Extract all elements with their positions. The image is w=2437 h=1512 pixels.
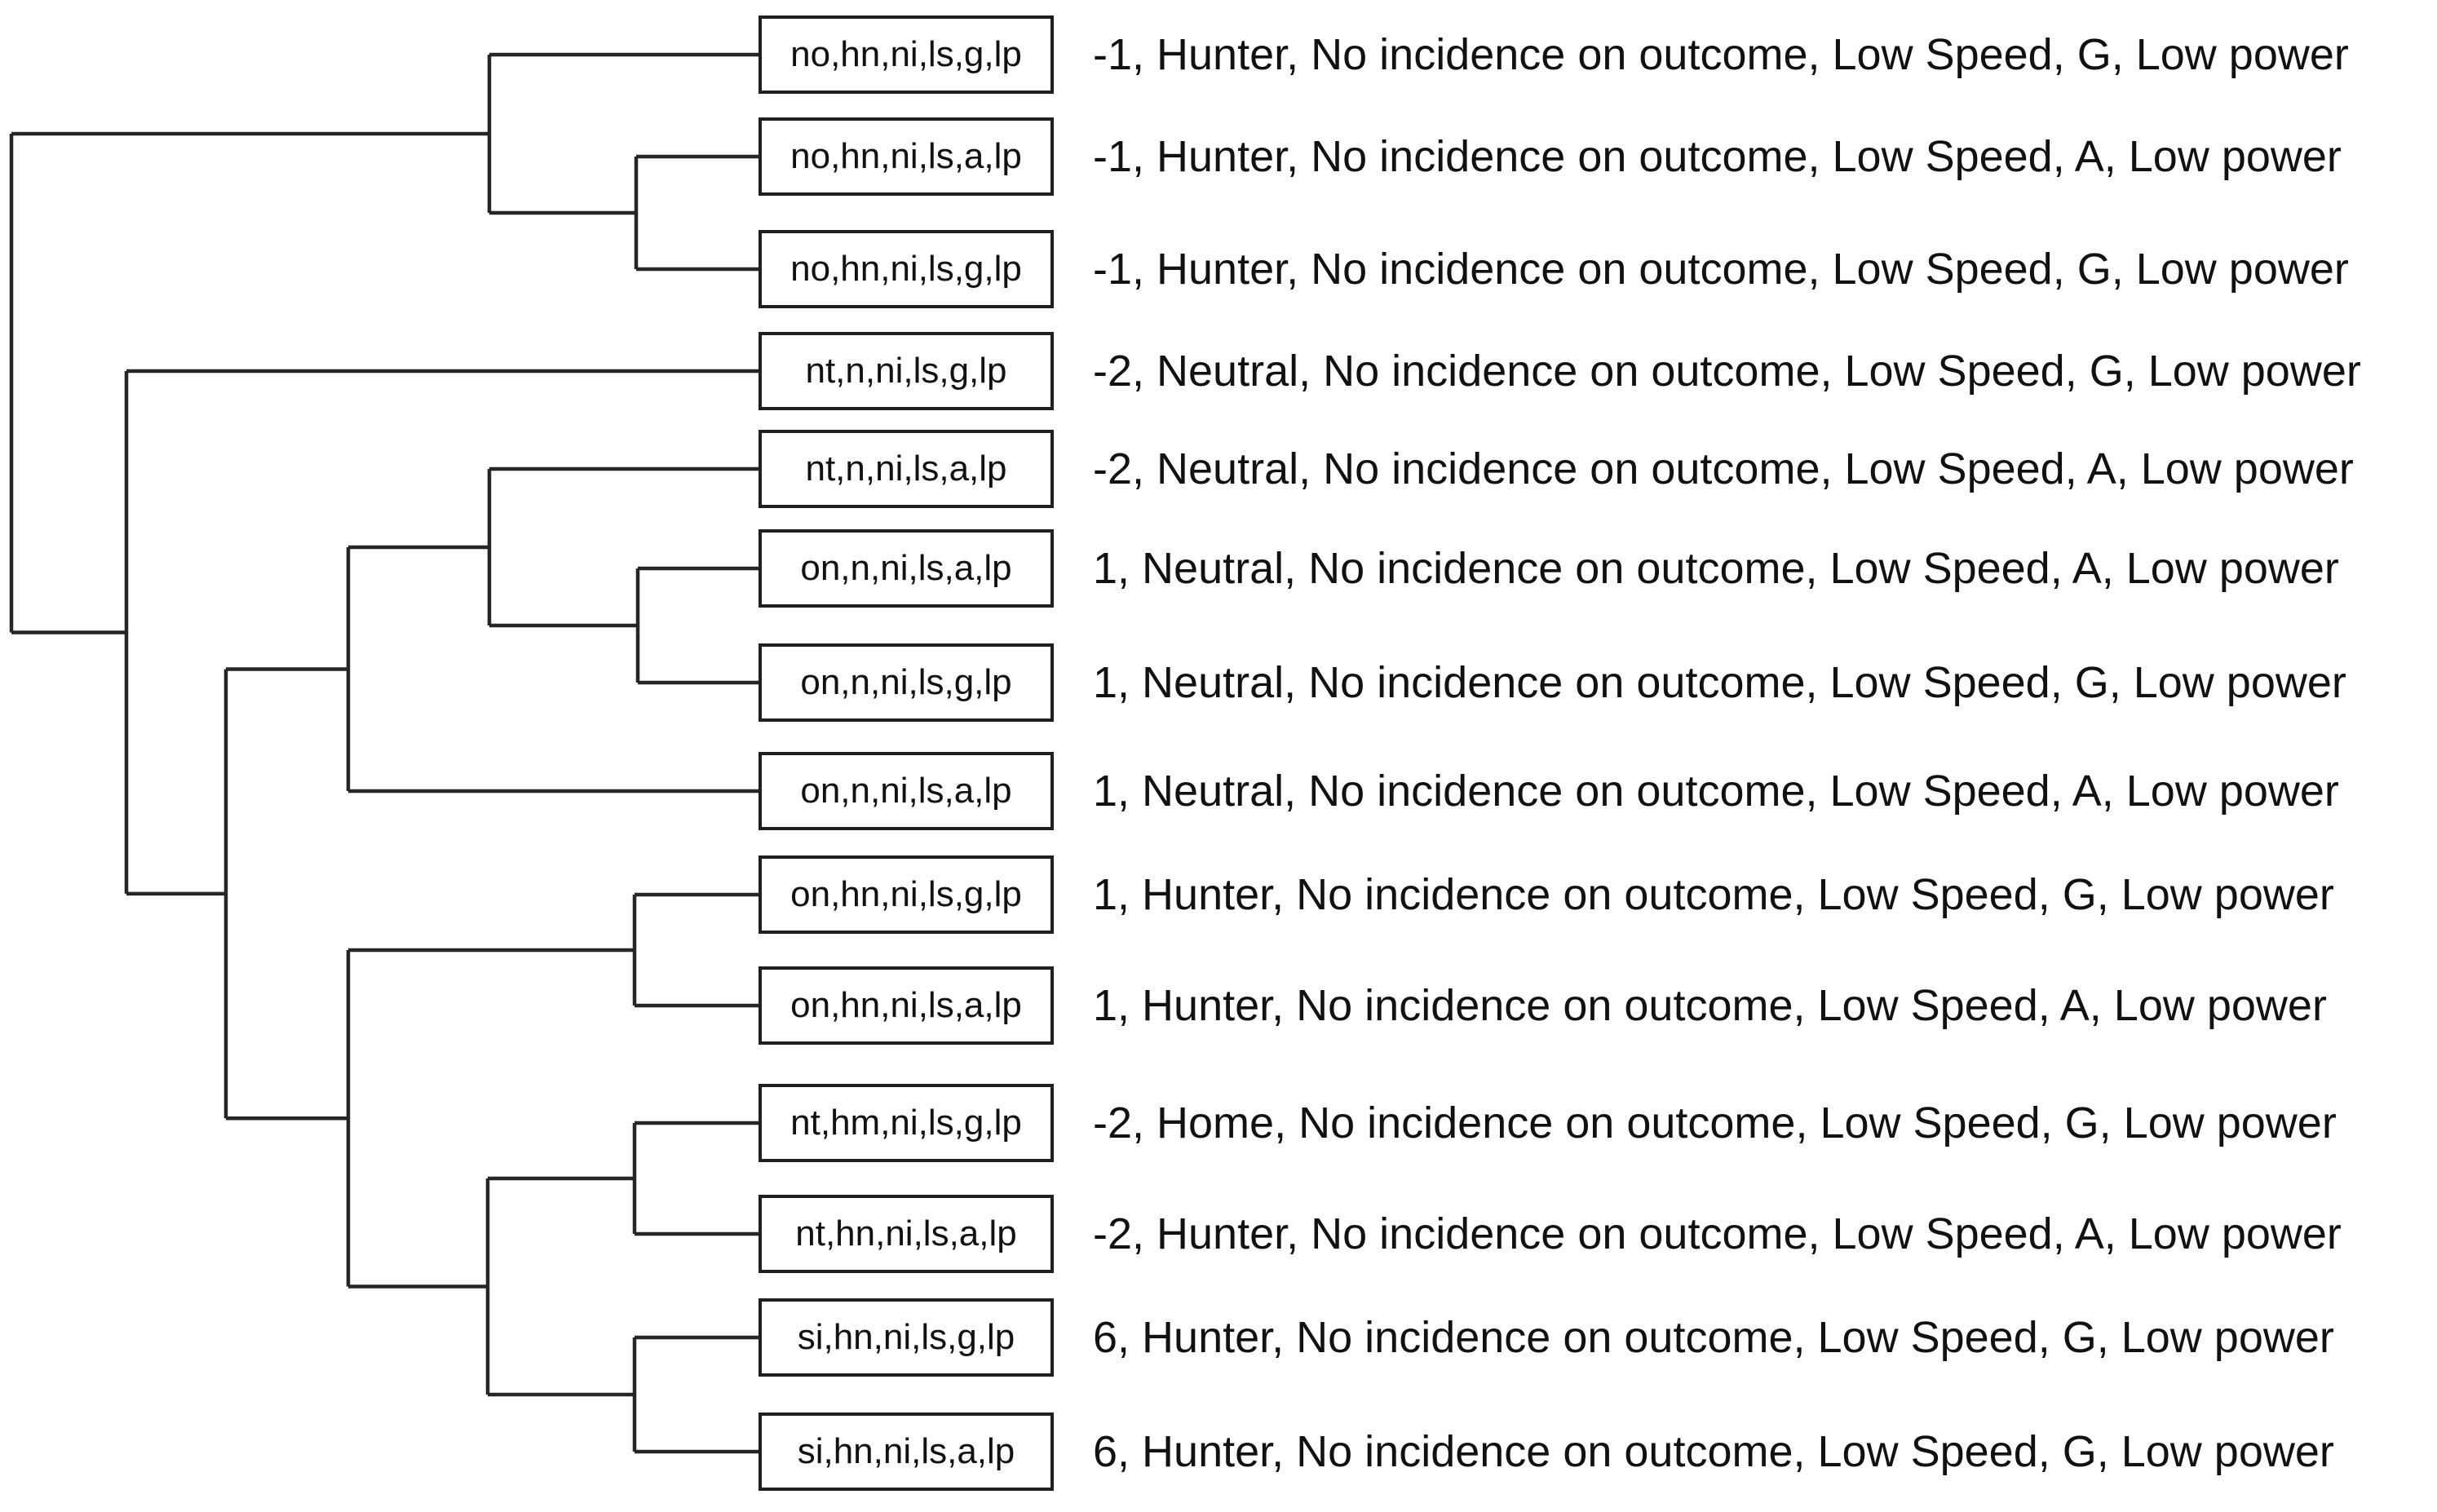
leaf-code-label: on,n,ni,ls,a,lp [800,771,1012,811]
leaf-box: nt,hm,ni,ls,g,lp [759,1084,1054,1162]
leaf-code-label: no,hn,ni,ls,g,lp [790,34,1022,74]
leaf-description: -2, Hunter, No incidence on outcome, Low… [1093,1209,2342,1258]
leaf-description: -1, Hunter, No incidence on outcome, Low… [1093,30,2349,79]
leaf-code-label: si,hn,ni,ls,a,lp [797,1431,1015,1471]
leaf-box: on,n,ni,ls,a,lp [759,529,1054,608]
leaf-description: -2, Home, No incidence on outcome, Low S… [1093,1099,2337,1147]
leaf-description: -2, Neutral, No incidence on outcome, Lo… [1093,347,2361,396]
leaf-code-label: nt,n,ni,ls,a,lp [805,449,1007,489]
leaf-box: on,n,ni,ls,g,lp [759,643,1054,722]
leaf-description: 1, Neutral, No incidence on outcome, Low… [1093,544,2339,593]
leaf-code-label: on,hn,ni,ls,a,lp [790,985,1022,1025]
leaf-box: no,hn,ni,ls,g,lp [759,15,1054,94]
leaf-description: 6, Hunter, No incidence on outcome, Low … [1093,1427,2334,1476]
leaf-description: -2, Neutral, No incidence on outcome, Lo… [1093,444,2354,493]
leaf-description: -1, Hunter, No incidence on outcome, Low… [1093,245,2349,294]
leaf-code-label: on,n,ni,ls,g,lp [800,662,1012,702]
leaf-description: -1, Hunter, No incidence on outcome, Low… [1093,132,2342,181]
leaf-description: 6, Hunter, No incidence on outcome, Low … [1093,1313,2334,1362]
leaf-box: on,hn,ni,ls,a,lp [759,966,1054,1045]
leaf-description: 1, Neutral, No incidence on outcome, Low… [1093,658,2346,707]
leaf-box: nt,n,ni,ls,a,lp [759,430,1054,508]
leaf-code-label: no,hn,ni,ls,g,lp [790,249,1022,289]
leaf-description: 1, Hunter, No incidence on outcome, Low … [1093,981,2327,1030]
leaf-box: on,hn,ni,ls,g,lp [759,855,1054,934]
leaf-box: on,n,ni,ls,a,lp [759,752,1054,830]
leaf-code-label: on,hn,ni,ls,g,lp [790,874,1022,914]
leaf-description: 1, Neutral, No incidence on outcome, Low… [1093,767,2339,816]
leaf-code-label: nt,n,ni,ls,g,lp [805,351,1007,391]
leaf-box: no,hn,ni,ls,g,lp [759,230,1054,308]
leaf-code-label: nt,hm,ni,ls,g,lp [790,1103,1022,1143]
leaf-box: si,hn,ni,ls,a,lp [759,1413,1054,1491]
leaf-code-label: si,hn,ni,ls,g,lp [797,1317,1015,1357]
leaf-box: nt,n,ni,ls,g,lp [759,332,1054,410]
leaf-box: si,hn,ni,ls,g,lp [759,1298,1054,1377]
leaf-description: 1, Hunter, No incidence on outcome, Low … [1093,870,2334,919]
leaf-code-label: no,hn,ni,ls,a,lp [790,136,1022,176]
leaf-box: no,hn,ni,ls,a,lp [759,117,1054,196]
leaf-code-label: on,n,ni,ls,a,lp [800,548,1012,588]
leaf-box: nt,hn,ni,ls,a,lp [759,1195,1054,1273]
leaf-code-label: nt,hn,ni,ls,a,lp [795,1214,1017,1253]
